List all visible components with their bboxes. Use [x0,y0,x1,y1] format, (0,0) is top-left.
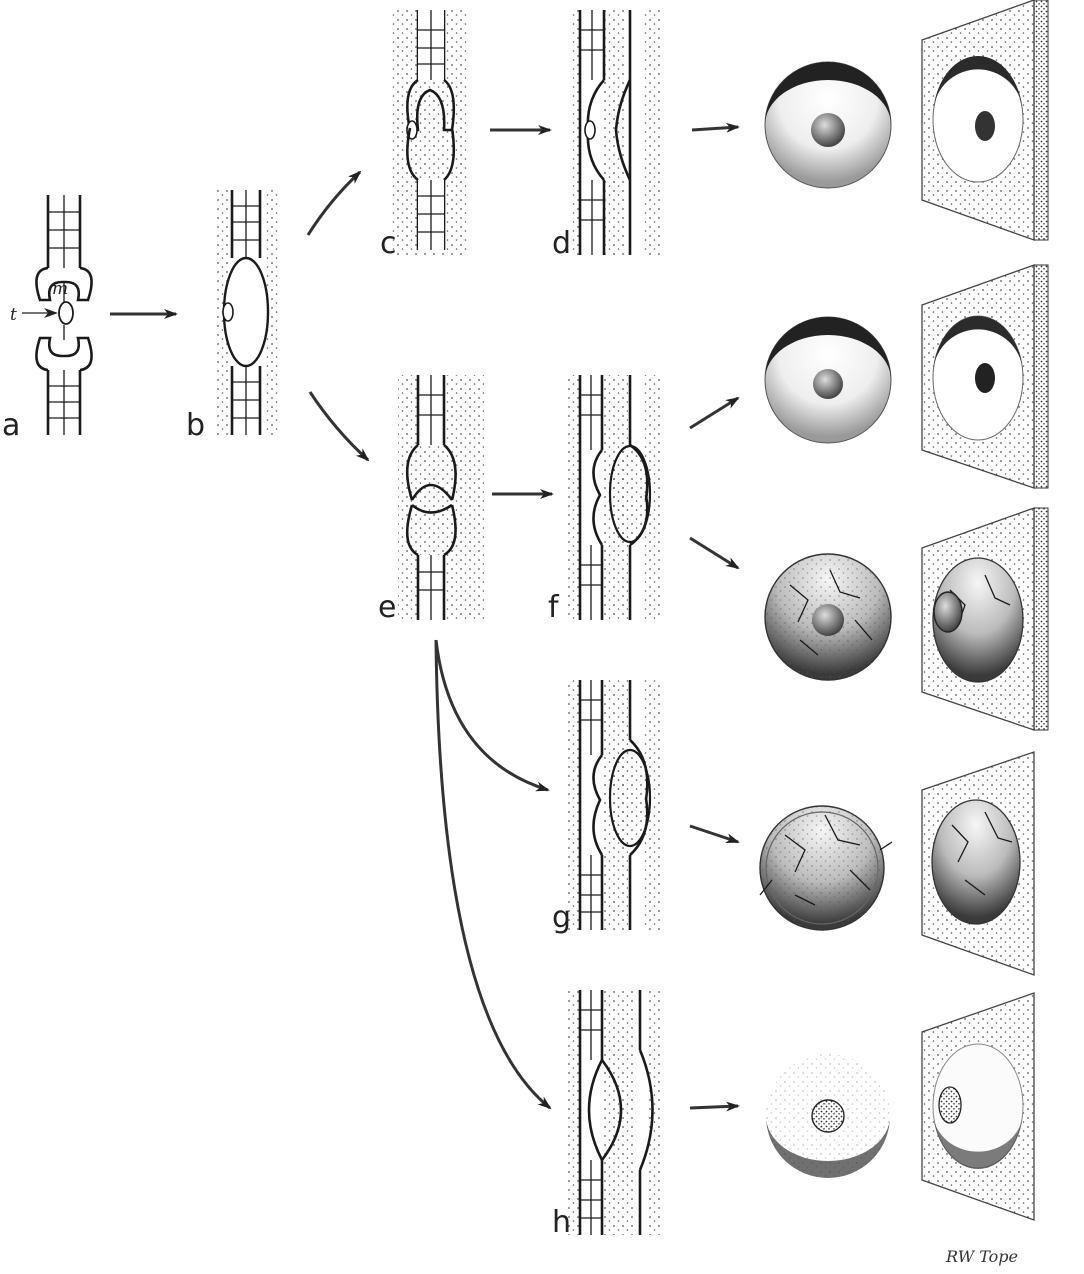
block-view-row-5 [922,993,1034,1220]
panel-label-a: a [2,408,20,443]
face-view-row-4 [760,806,892,930]
panel-b: b [186,190,278,443]
panel-label-f: f [548,590,560,625]
panel-e: e [378,375,484,625]
arrow-e-to-g [436,640,548,790]
face-view-row-2 [765,317,891,443]
arrow-b-to-e [310,392,368,460]
face-view-row-1 [765,62,891,188]
face-view-row-3 [765,554,891,680]
label-torus: t [10,305,17,325]
panel-a: t m a [2,195,92,443]
cell-wall-ladder-top [48,195,80,268]
arrow-d-to-view [692,127,738,130]
panel-label-d: d [552,226,571,261]
panel-c: c [380,10,468,261]
block-view-row-4 [922,752,1034,975]
panel-label-h: h [552,1205,571,1240]
panel-d: d [552,10,660,261]
label-margo: m [52,279,68,299]
face-view-row-5 [766,1054,890,1178]
arrow-f-to-view-2 [690,538,738,568]
panel-label-c: c [380,226,397,261]
arrow-h-to-view [690,1106,738,1108]
block-view-row-1 [922,0,1048,240]
block-view-row-2 [922,265,1048,488]
signature: RW Tope [945,1247,1018,1266]
arrow-b-to-c [308,172,360,235]
torus-shape [59,302,73,324]
panel-label-b: b [186,408,205,443]
panel-h: h [552,990,662,1240]
panel-label-g: g [552,900,571,935]
panel-f: f [548,375,662,625]
panel-label-e: e [378,590,396,625]
panel-g: g [552,680,662,935]
block-view-row-3 [922,508,1048,730]
arrow-f-to-view-1 [690,398,738,428]
cell-wall-ladder-bottom [48,370,80,435]
arrow-g-to-view [690,826,738,842]
